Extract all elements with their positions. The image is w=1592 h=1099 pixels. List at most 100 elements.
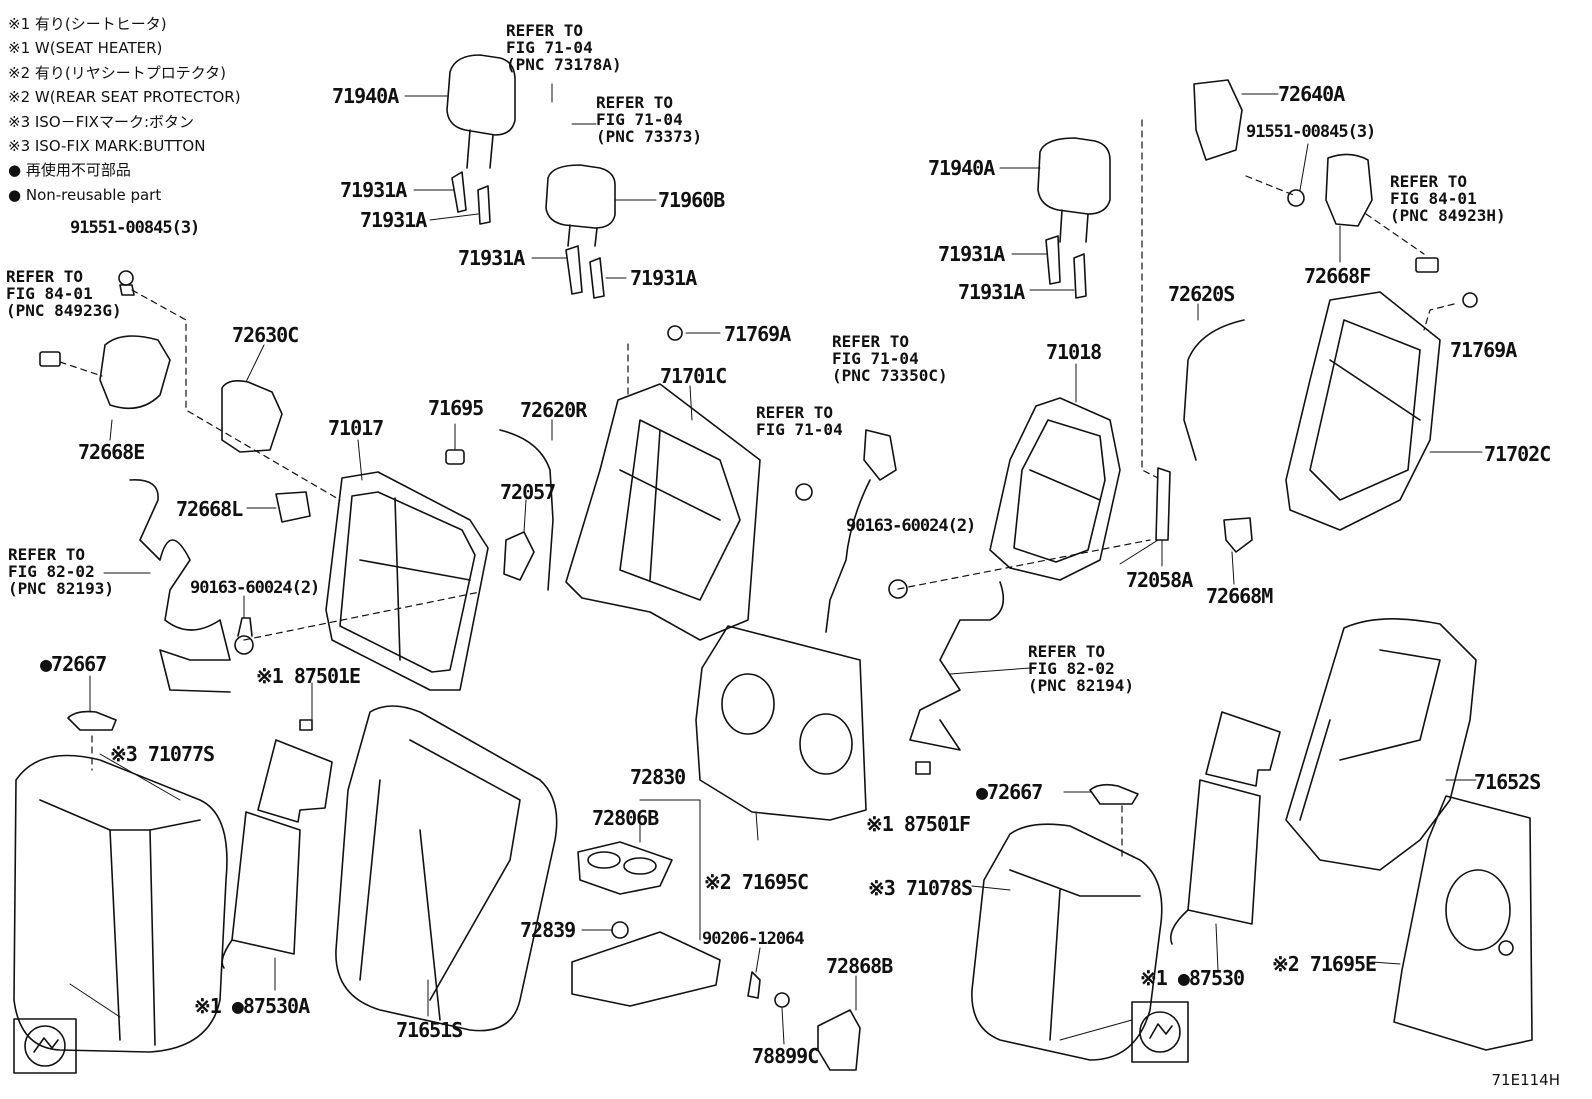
part-number-label: 72668F bbox=[1304, 264, 1371, 288]
bolt-71769a-left bbox=[667, 325, 683, 341]
part-number-label: 71017 bbox=[328, 416, 384, 440]
part-number-label: 71931A bbox=[958, 280, 1025, 304]
part-number-label: ※1 ●87530 bbox=[1140, 966, 1245, 990]
seatback-pad-71077s bbox=[13, 754, 228, 1053]
part-number-label: 71018 bbox=[1046, 340, 1102, 364]
part-number-label: 71960B bbox=[658, 188, 725, 212]
legend-line: ● Non-reusable part bbox=[8, 185, 162, 204]
cover-72668e bbox=[99, 335, 171, 410]
bolt-right-90163 bbox=[888, 579, 908, 599]
tag-87501e bbox=[299, 719, 313, 731]
part-number-label: 72668E bbox=[78, 440, 145, 464]
refer-note-73350c: REFER TO FIG 71-04 (PNC 73350C) bbox=[832, 332, 948, 385]
part-number-label: ※1 ●87530A bbox=[194, 994, 310, 1018]
bracket-72668l bbox=[275, 491, 311, 523]
clip-72668m bbox=[1223, 517, 1253, 553]
part-number-label: 90163-60024(2) bbox=[190, 578, 320, 598]
part-number-label: 72630C bbox=[232, 323, 299, 347]
part-number-label: 71931A bbox=[458, 246, 525, 270]
refer-note-82194: REFER TO FIG 82-02 (PNC 82194) bbox=[1028, 642, 1134, 695]
bolt-72640a bbox=[1287, 189, 1305, 207]
part-number-label: 90163-60024(2) bbox=[846, 516, 976, 536]
part-number-label: ●72667 bbox=[40, 652, 107, 676]
wire-harness-right bbox=[909, 581, 1005, 751]
legend-line: ※2 有り(リヤシートプロテクタ) bbox=[8, 63, 226, 82]
part-number-label: 71652S bbox=[1474, 770, 1541, 794]
bolt-71769a-right bbox=[1462, 292, 1478, 308]
part-number-label: ※3 71077S bbox=[110, 742, 215, 766]
part-number-label: 71769A bbox=[724, 322, 791, 346]
panel-72868b bbox=[817, 1009, 861, 1071]
refer-note-84923h: REFER TO FIG 84-01 (PNC 84923H) bbox=[1390, 172, 1506, 225]
isofix-icon-left bbox=[13, 1018, 77, 1074]
release-72057 bbox=[503, 531, 535, 581]
lock-72640a bbox=[1193, 79, 1243, 161]
part-number-label: 72620S bbox=[1168, 282, 1235, 306]
lock-left bbox=[221, 380, 283, 453]
seatback-71651s bbox=[335, 705, 558, 1032]
bolt-left-90163 bbox=[234, 617, 254, 655]
part-number-label: 90206-12064 bbox=[702, 929, 805, 949]
plug-72839 bbox=[611, 921, 629, 939]
part-number-label: 72058A bbox=[1126, 568, 1193, 592]
part-number-label: 72668L bbox=[176, 497, 243, 521]
part-number-label: ※1 87501E bbox=[256, 664, 361, 688]
part-number-label: 91551-00845(3) bbox=[1246, 122, 1376, 142]
part-number-label: 71769A bbox=[1450, 338, 1517, 362]
legend-line: ※1 W(SEAT HEATER) bbox=[8, 39, 163, 58]
diagram-code: 71E114H bbox=[1491, 1071, 1560, 1089]
part-number-label: 71931A bbox=[360, 208, 427, 232]
headrest-right bbox=[1037, 137, 1111, 299]
part-number-label: 71931A bbox=[938, 242, 1005, 266]
seatback-71652s bbox=[1285, 618, 1477, 871]
cover-72668f bbox=[1325, 153, 1373, 227]
protector-71695e bbox=[1393, 795, 1533, 1051]
frame-71017 bbox=[325, 471, 489, 691]
refer-note-73373: REFER TO FIG 71-04 (PNC 73373) bbox=[596, 93, 702, 146]
board-71702c bbox=[1285, 291, 1441, 531]
part-number-label: 72830 bbox=[630, 765, 686, 789]
clip-90206 bbox=[747, 971, 761, 999]
refer-note-82193: REFER TO FIG 82-02 (PNC 82193) bbox=[8, 545, 114, 598]
frame-71018 bbox=[989, 397, 1121, 581]
isofix-icon-right bbox=[1131, 1001, 1189, 1063]
part-number-label: 72806B bbox=[592, 806, 659, 830]
part-number-label: ※2 71695E bbox=[1272, 952, 1377, 976]
cable-72620s bbox=[1183, 319, 1245, 461]
armrest-72830 bbox=[571, 931, 721, 1007]
legend-line: ※3 ISO-FIX MARK:BUTTON bbox=[8, 137, 206, 156]
tag-87501f bbox=[915, 761, 931, 775]
part-number-label: 71940A bbox=[332, 84, 399, 108]
latch-72667-left bbox=[67, 710, 117, 731]
part-number-label: 72640A bbox=[1278, 82, 1345, 106]
part-number-label: ●72667 bbox=[976, 780, 1043, 804]
refer-note-fig71: REFER TO FIG 71-04 bbox=[756, 403, 843, 439]
sleeve-71695 bbox=[445, 449, 465, 465]
refer-note-84923g: REFER TO FIG 84-01 (PNC 84923G) bbox=[6, 267, 122, 320]
legend: ※1 有り(シートヒータ) ※1 W(SEAT HEATER) ※2 有り(リヤ… bbox=[8, 12, 241, 207]
cable-harness-center bbox=[825, 479, 871, 633]
part-number-label: 71931A bbox=[340, 178, 407, 202]
part-number-label: 72620R bbox=[520, 398, 587, 422]
part-number-label: ※2 71695C bbox=[704, 870, 809, 894]
legend-line: ※2 W(REAR SEAT PROTECTOR) bbox=[8, 88, 241, 107]
headrest-left-top bbox=[446, 54, 516, 169]
refer-note-73178a: REFER TO FIG 71-04 (PNC 73178A) bbox=[506, 21, 622, 74]
cup-holder-72806b bbox=[577, 841, 673, 895]
part-number-label: 71702C bbox=[1484, 442, 1551, 466]
clip-84923g bbox=[39, 351, 61, 367]
heater-87530a bbox=[221, 739, 333, 969]
part-number-label: 91551-00845(3) bbox=[70, 218, 200, 238]
board-71701c bbox=[565, 383, 761, 641]
bracket-73350c bbox=[863, 429, 897, 481]
leader-lines bbox=[69, 83, 1483, 1045]
nut-fig71 bbox=[795, 483, 813, 501]
wire-harness-left bbox=[129, 479, 231, 693]
legend-line: ※1 有り(シートヒータ) bbox=[8, 15, 167, 33]
part-number-label: 72868B bbox=[826, 954, 893, 978]
part-number-label: 71931A bbox=[630, 266, 697, 290]
guides-left bbox=[451, 171, 605, 299]
legend-line: ※3 ISO－FIXマーク:ボタン bbox=[8, 112, 195, 131]
